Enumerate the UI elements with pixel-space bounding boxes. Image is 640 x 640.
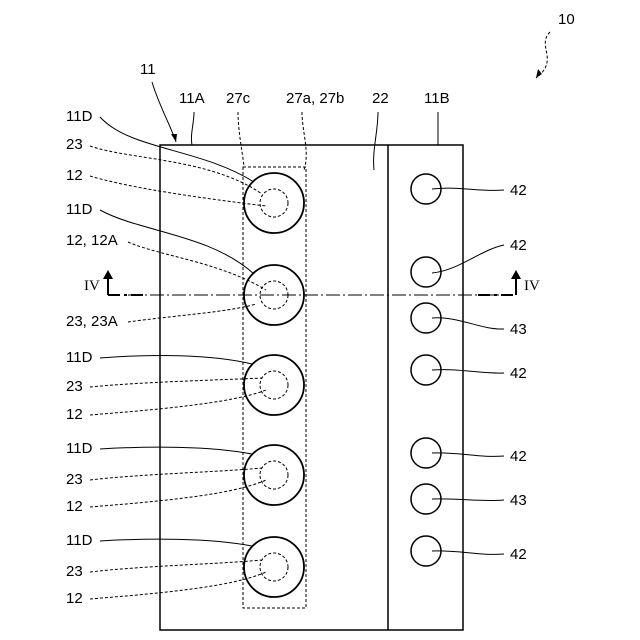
- body-arrowhead: [171, 134, 177, 142]
- leader-42-5: [432, 551, 504, 555]
- leader-42-4: [432, 453, 504, 457]
- leader-11d-2: [100, 210, 254, 274]
- right-label-1: 42: [510, 182, 527, 199]
- left-label-11: 23: [66, 471, 83, 488]
- right-label-7: 42: [510, 546, 527, 563]
- cut-label-right: IV: [524, 278, 540, 294]
- left-label-3: 12: [66, 167, 83, 184]
- leader-12-4: [90, 480, 266, 507]
- cut-arrow-right-head: [511, 270, 521, 279]
- left-label-7: 11D: [66, 349, 93, 366]
- outer-circle-11d: [244, 445, 304, 505]
- leader-11d-4: [100, 447, 252, 454]
- inner-circle-12: [260, 371, 288, 399]
- leader-27c: [238, 112, 244, 166]
- leader-11d-5: [100, 539, 252, 546]
- cut-label-left: IV: [84, 278, 100, 294]
- right-label-6: 43: [510, 492, 527, 509]
- section-label-27c: 27c: [226, 90, 251, 107]
- leader-23-4: [90, 468, 262, 480]
- left-label-4: 11D: [66, 201, 93, 218]
- left-label-5: 12, 12A: [66, 232, 118, 249]
- leader-23-3: [90, 378, 262, 387]
- leader-12-12a: [128, 242, 266, 290]
- figure-number-label: 10: [558, 11, 575, 28]
- left-label-2: 23: [66, 136, 83, 153]
- right-label-3: 43: [510, 321, 527, 338]
- body-leader: [152, 82, 176, 142]
- electrode-3: [244, 355, 304, 415]
- left-label-10: 11D: [66, 440, 93, 457]
- left-label-9: 12: [66, 406, 83, 423]
- left-label-13: 11D: [66, 532, 93, 549]
- right-label-4: 42: [510, 365, 527, 382]
- section-label-11b: 11B: [424, 90, 450, 107]
- leader-23-23a: [128, 304, 256, 322]
- leader-42-3: [432, 370, 504, 374]
- leader-43-2: [432, 499, 504, 501]
- left-label-8: 23: [66, 378, 83, 395]
- leader-12-3: [90, 390, 266, 415]
- outer-circle-11d: [244, 173, 304, 233]
- section-label-22: 22: [372, 90, 389, 107]
- body-label: 11: [140, 61, 156, 78]
- figure-number-arrowhead: [536, 69, 542, 78]
- electrode-4: [244, 445, 304, 505]
- left-label-6: 23, 23A: [66, 313, 118, 330]
- leader-12-5: [90, 572, 266, 599]
- section-label-11a: 11A: [179, 90, 205, 107]
- leader-23-1: [90, 146, 262, 194]
- left-label-12: 12: [66, 498, 83, 515]
- left-label-14: 23: [66, 563, 83, 580]
- panel-outline: [160, 145, 463, 630]
- leader-27a-27b: [302, 112, 306, 170]
- leader-42-1: [432, 188, 504, 190]
- leader-11d-1: [100, 117, 254, 182]
- leader-11a: [191, 112, 194, 145]
- electrode-5: [244, 537, 304, 597]
- section-label-27a-27b: 27a, 27b: [286, 90, 344, 107]
- leader-11d-3: [100, 356, 252, 364]
- outer-circle-11d: [244, 537, 304, 597]
- leader-12-1: [90, 176, 266, 206]
- inner-circle-12: [260, 189, 288, 217]
- leader-43-1: [432, 318, 504, 329]
- left-label-1: 11D: [66, 108, 93, 125]
- outer-circle-11d: [244, 355, 304, 415]
- right-label-5: 42: [510, 448, 527, 465]
- left-label-15: 12: [66, 590, 83, 607]
- inner-circle-12: [260, 461, 288, 489]
- inner-circle-12: [260, 553, 288, 581]
- leader-23-5: [90, 560, 262, 572]
- cut-arrow-left-head: [103, 270, 113, 279]
- leader-42-2: [432, 245, 504, 273]
- right-label-2: 42: [510, 237, 527, 254]
- electrode-1: [244, 173, 304, 233]
- leader-22: [374, 112, 378, 170]
